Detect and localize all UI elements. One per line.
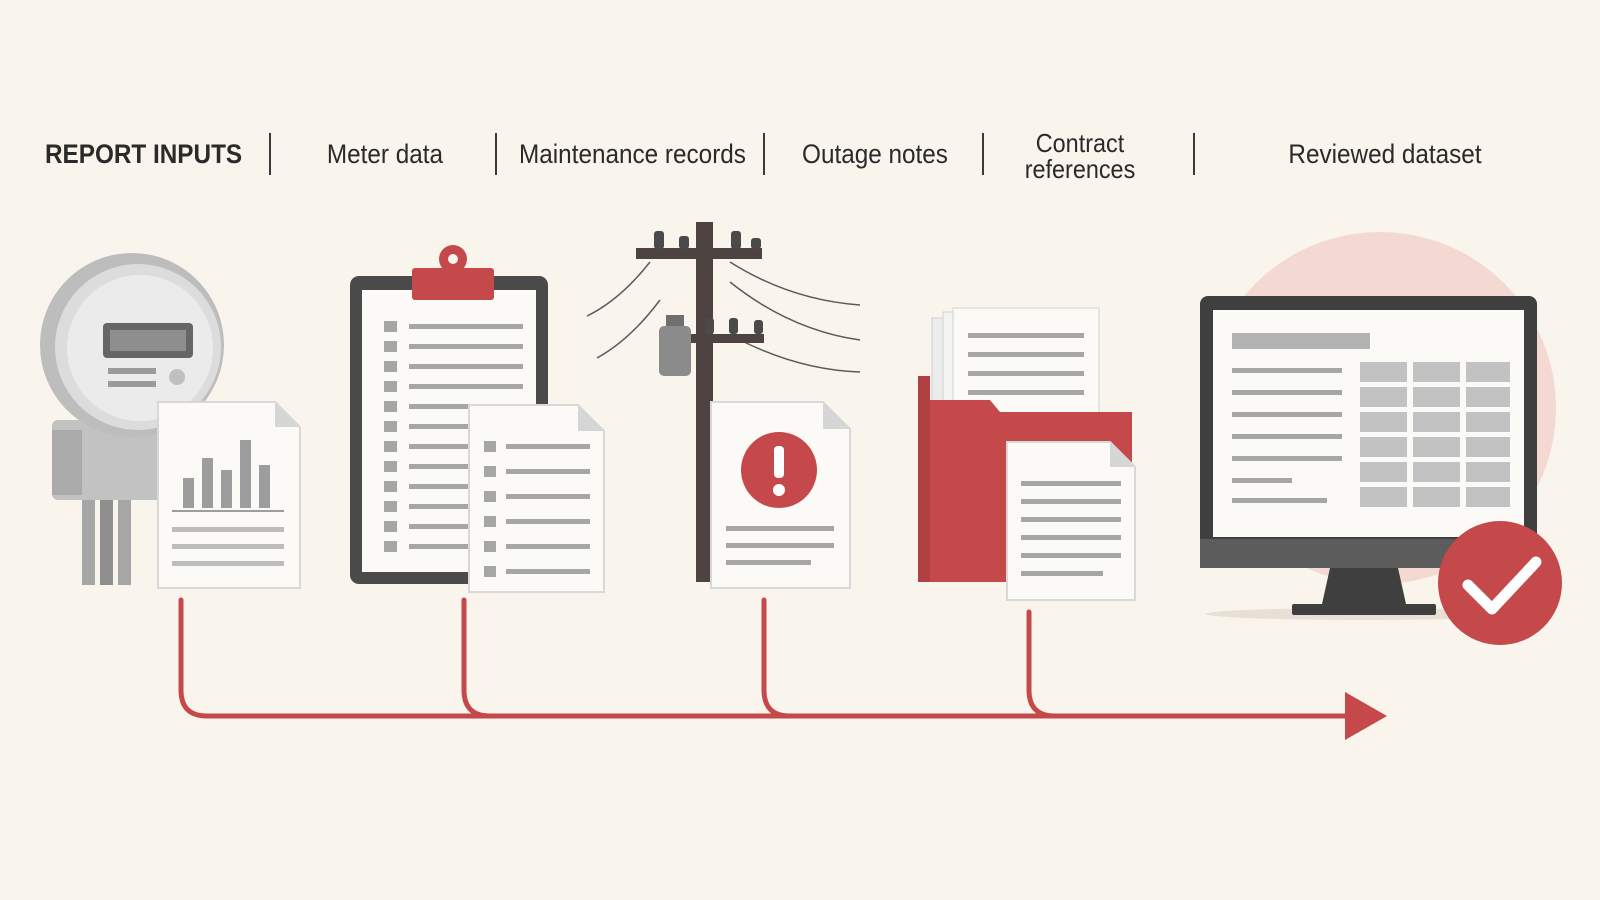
stage-label-maintenance-records: Maintenance records [519,139,746,169]
header-divider [763,133,765,175]
chart-document-icon [157,401,301,589]
header-divider [269,133,271,175]
clipboard-icon [350,245,548,584]
flow-arrow-icon [178,597,1387,740]
utility-pole-icon [586,222,861,582]
header-title: REPORT INPUTS [45,139,243,169]
stage-label-contract-references: Contract references [1024,128,1136,184]
stage-label-meter-data: Meter data [326,139,444,169]
header-divider [495,133,497,175]
document-icon [468,404,605,593]
alert-document-icon [710,401,851,589]
folder-icon [918,307,1132,582]
header: REPORT INPUTS Meter data Maintenance rec… [0,0,1600,240]
stage-label-outage-notes: Outage notes [802,139,948,169]
checkmark-badge-icon [1438,521,1562,645]
header-divider [982,133,984,175]
monitor-icon [1200,232,1556,620]
stage-label-reviewed-dataset: Reviewed dataset [1288,139,1482,169]
header-divider [1193,133,1195,175]
electric-meter-icon [40,253,224,585]
document-icon [1006,441,1136,601]
